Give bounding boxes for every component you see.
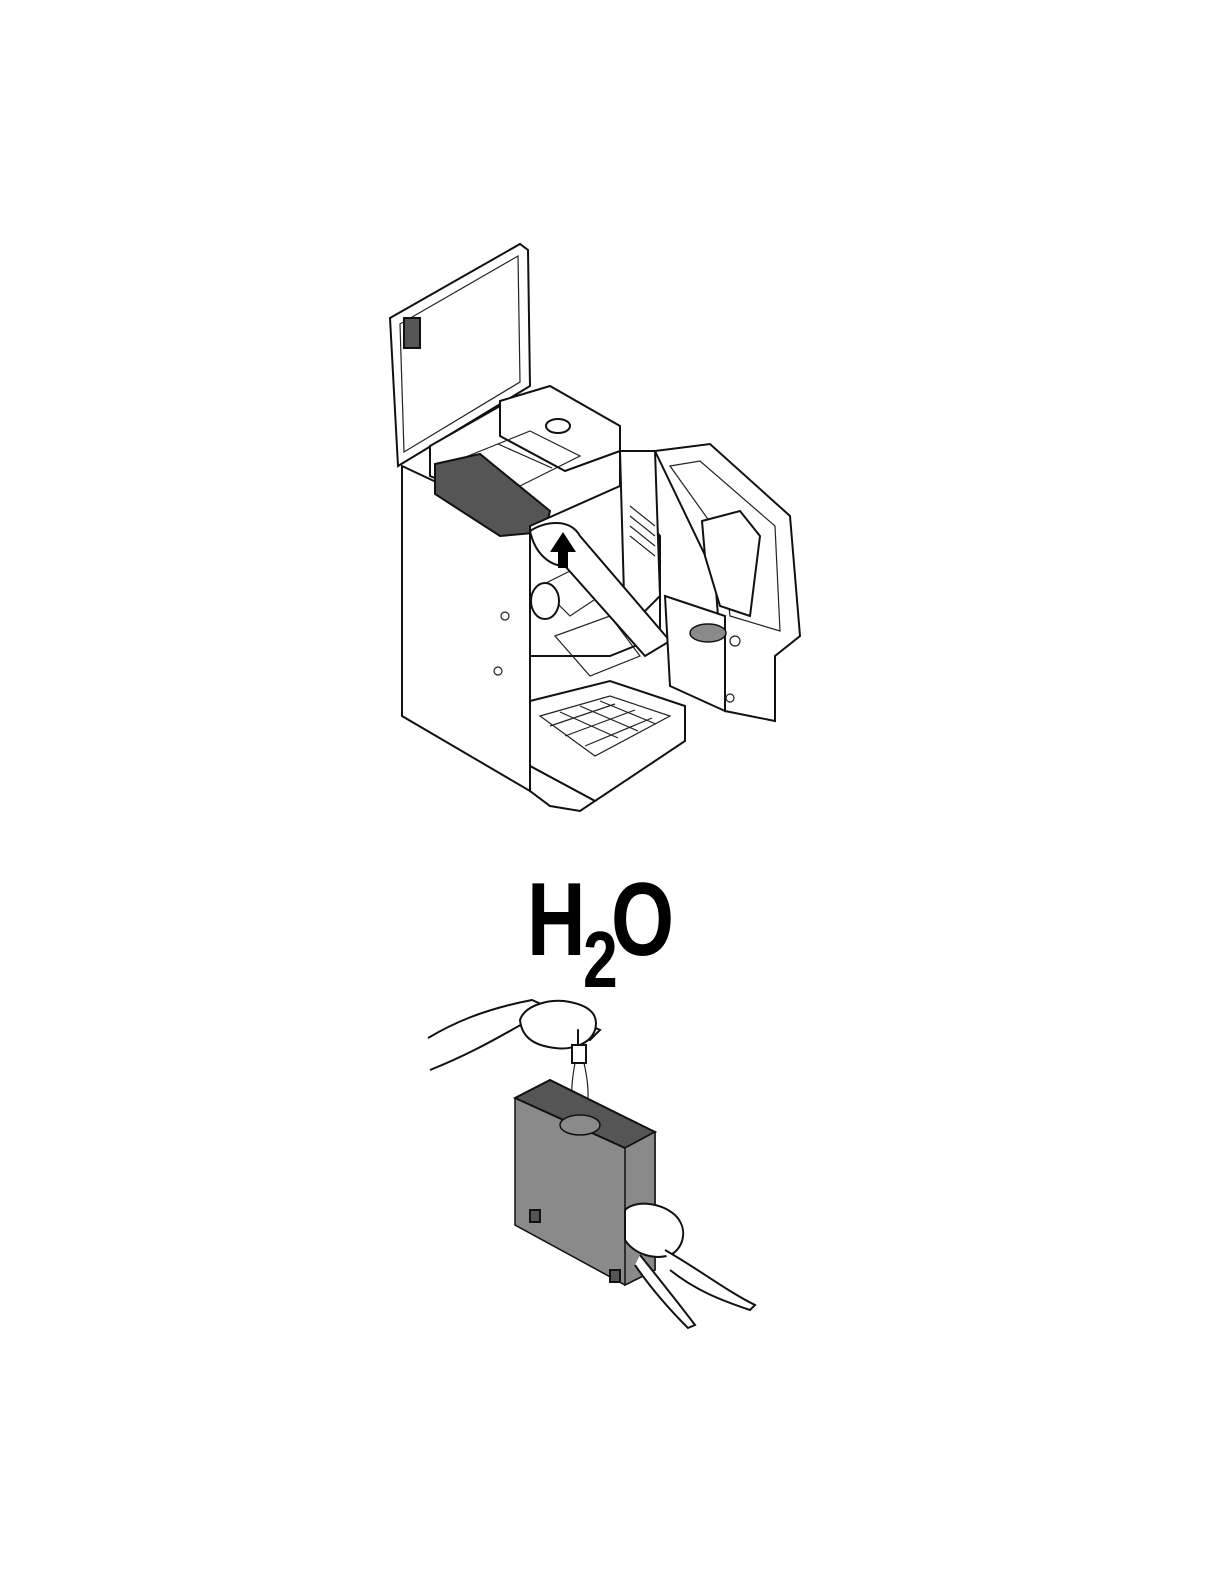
water-tank-illustration	[420, 870, 780, 1140]
door-box	[665, 596, 725, 711]
door-mechanism	[702, 511, 760, 616]
upper-hand	[520, 1001, 596, 1049]
lid-label	[404, 318, 420, 348]
machine-illustration	[380, 236, 810, 816]
float-cap	[572, 1045, 586, 1063]
tank-opening	[560, 1115, 600, 1135]
lower-arm	[665, 1250, 755, 1310]
lower-hand	[625, 1204, 683, 1257]
